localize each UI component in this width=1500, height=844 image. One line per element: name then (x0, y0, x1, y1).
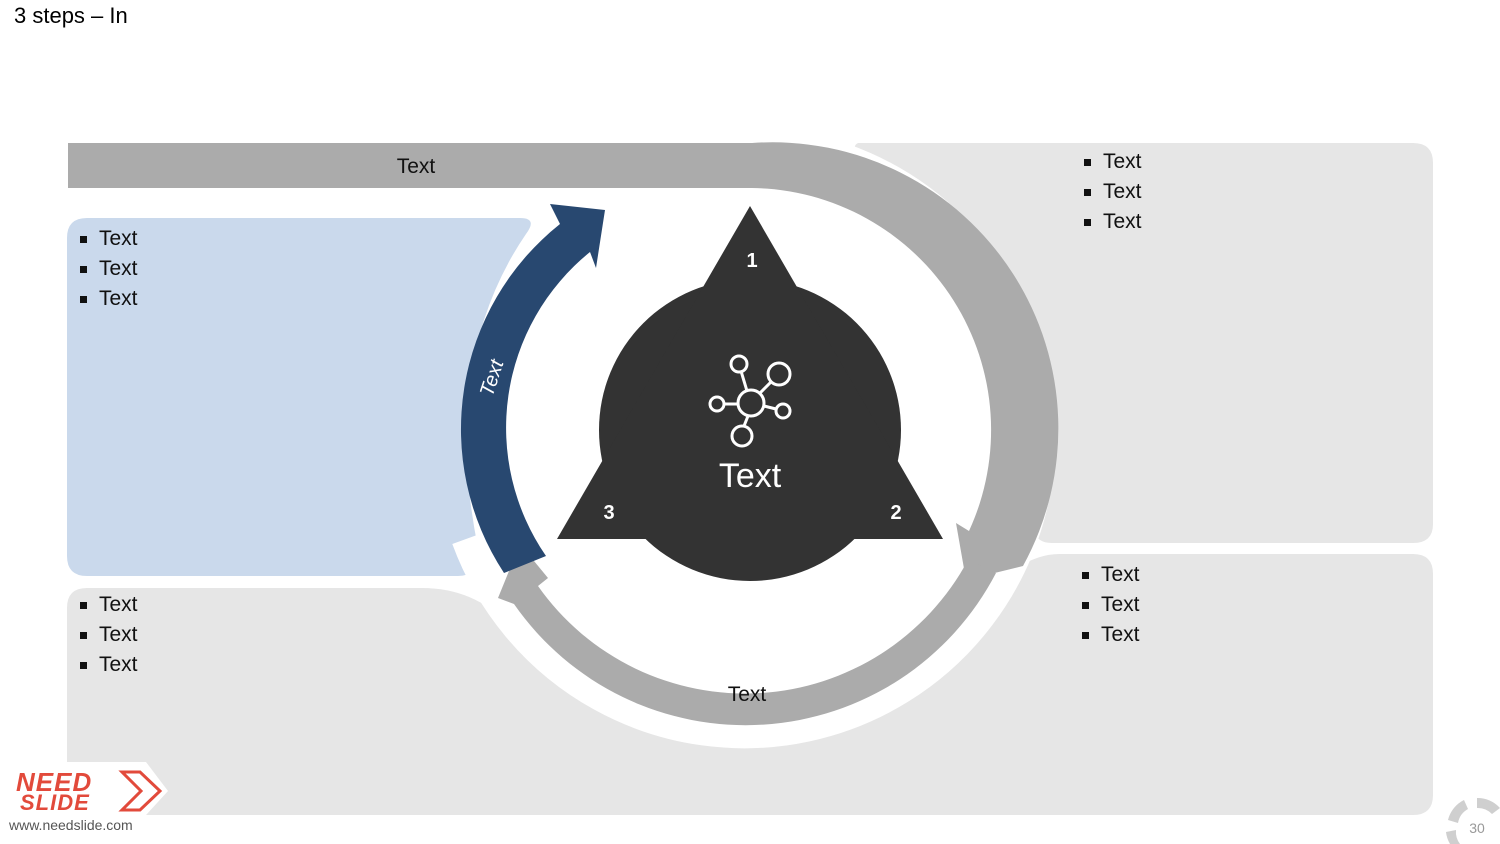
step-number-2: 2 (890, 502, 901, 524)
panel-left-blue (67, 218, 531, 576)
list-item: Text (78, 650, 138, 680)
svg-text:SLIDE: SLIDE (20, 790, 90, 815)
panel-top-right (854, 143, 1433, 543)
bottom-arc-arrow (498, 544, 996, 726)
top-band-arrow (68, 142, 1059, 580)
network-hub-icon (708, 354, 792, 448)
website-url[interactable]: www.needslide.com (9, 817, 133, 833)
list-item: Text (78, 590, 138, 620)
step-number-3: 3 (603, 502, 614, 524)
panel-bottom-left (67, 588, 700, 815)
slide-title: 3 steps – In (14, 3, 128, 28)
bottom-arc-label: Text (728, 683, 767, 706)
left-blue-bullet-list: Text Text Text (78, 224, 138, 314)
needslide-logo: NEED SLIDE (14, 762, 168, 815)
list-item: Text (1080, 590, 1140, 620)
step-number-1: 1 (746, 250, 757, 272)
list-item: Text (1082, 177, 1142, 207)
top-band-label: Text (397, 155, 436, 178)
list-item: Text (78, 224, 138, 254)
bottom-right-bullet-list: Text Text Text (1080, 560, 1140, 650)
panel-bottom-right (640, 554, 1433, 815)
svg-text:NEED: NEED (16, 767, 92, 797)
list-item: Text (78, 620, 138, 650)
list-item: Text (1080, 620, 1140, 650)
center-triangle (557, 206, 943, 539)
left-navy-arrow (460, 204, 605, 573)
list-item: Text (1080, 560, 1140, 590)
top-right-bullet-list: Text Text Text (1082, 147, 1142, 237)
center-label: Text (719, 457, 782, 495)
list-item: Text (1082, 207, 1142, 237)
list-item: Text (1082, 147, 1142, 177)
list-item: Text (78, 284, 138, 314)
page-number: 30 (1469, 820, 1485, 836)
page-number-badge-icon (1446, 797, 1500, 844)
bottom-left-bullet-list: Text Text Text (78, 590, 138, 680)
list-item: Text (78, 254, 138, 284)
